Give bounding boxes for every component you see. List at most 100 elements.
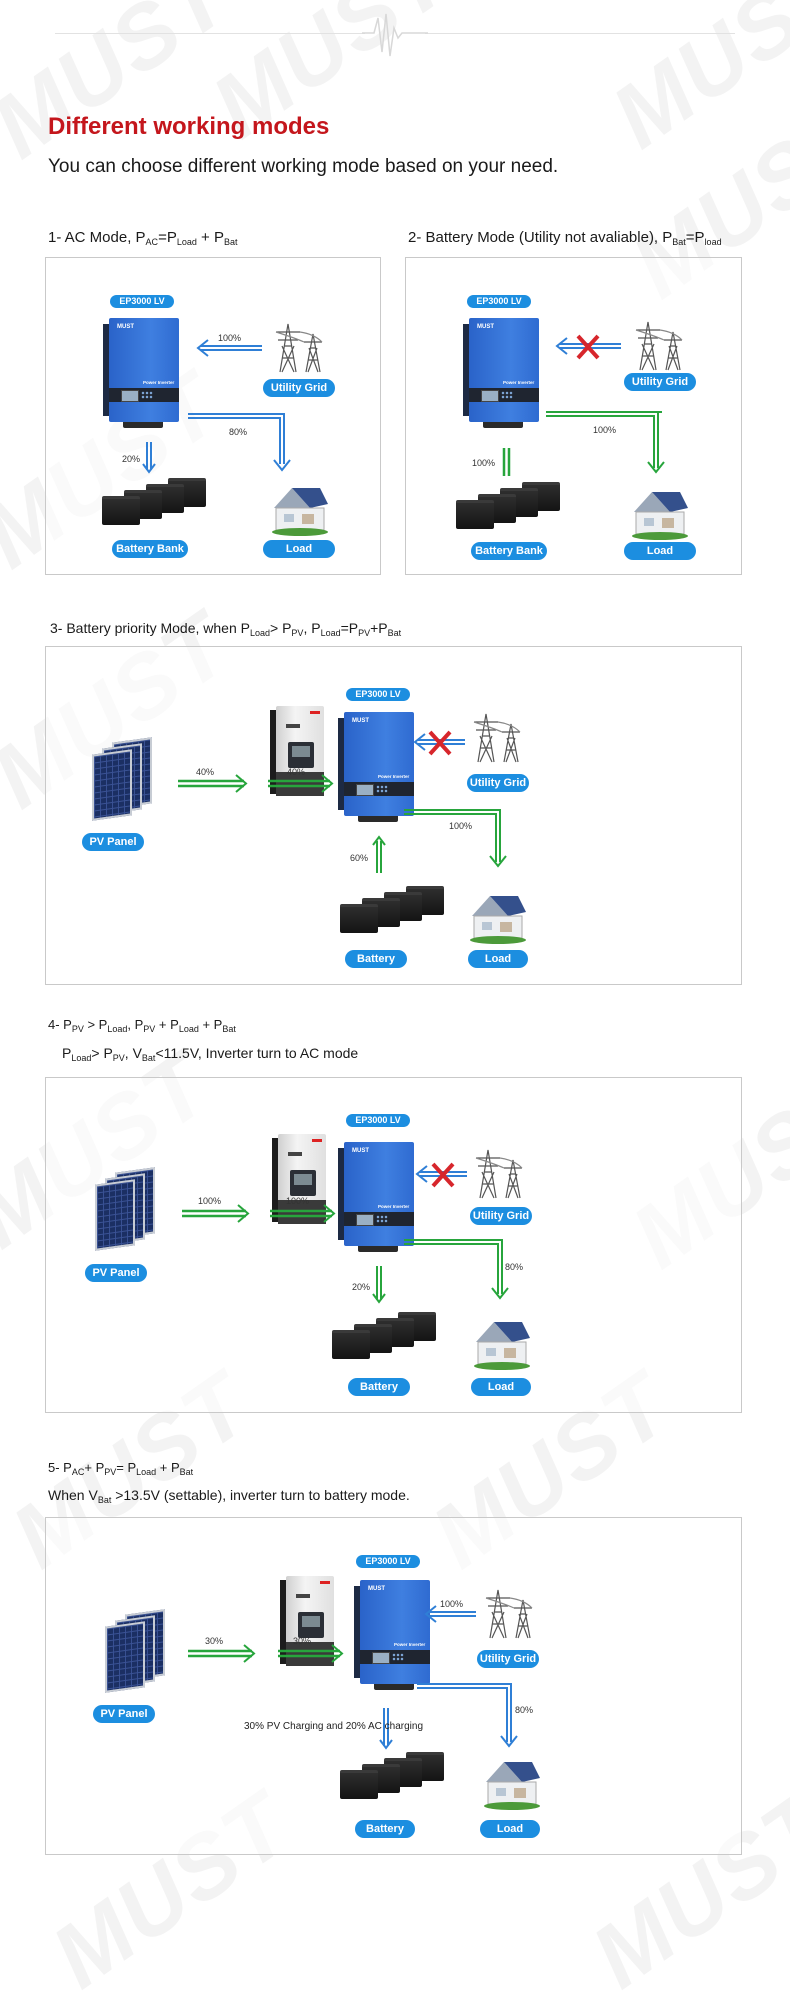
utility-grid-label: Utility Grid	[470, 1207, 532, 1225]
load-house-icon	[482, 1752, 542, 1810]
flow-arrow-inverter-to-battery	[142, 442, 156, 474]
mode-4-heading: 4- PPV > PLoad, PPV + PLoad + PBat	[48, 1017, 236, 1034]
battery-bank-label: Battery Bank	[112, 540, 188, 558]
flow-arrow-grid-to-inverter	[196, 339, 262, 357]
flow-arrow-grid-to-inverter	[424, 1605, 476, 1623]
flow-arrow-inverter-to-load	[546, 411, 665, 474]
utility-grid-label: Utility Grid	[624, 373, 696, 391]
utility-grid-icon	[480, 1584, 540, 1640]
flow-arrow-pv-to-controller	[188, 1644, 256, 1663]
flow-inverter-to-load-label: 80%	[505, 1262, 524, 1272]
mode-3-heading: 3- Battery priority Mode, when PLoad> PP…	[50, 620, 402, 638]
pv-panel-icon	[103, 1609, 173, 1693]
flow-pv-to-controller-label: 100%	[198, 1196, 222, 1206]
flow-battery-to-inverter-label: 60%	[350, 853, 369, 863]
flow-inverter-to-load-label: 80%	[229, 427, 248, 437]
flow-arrow-controller-to-inverter	[268, 774, 334, 793]
flow-arrow-inverter-to-load	[188, 413, 291, 472]
flow-arrow-pv-to-controller	[182, 1204, 250, 1223]
blocked-x-icon	[576, 334, 600, 360]
flow-battery-to-inverter-label: 100%	[472, 458, 496, 468]
model-badge: EP3000 LV	[346, 688, 410, 701]
flow-controller-to-inverter-label: 30%	[293, 1636, 312, 1646]
pv-panel-label: PV Panel	[82, 833, 144, 851]
flow-inverter-to-battery-label: 20%	[352, 1282, 371, 1292]
model-badge: EP3000 LV	[467, 295, 531, 308]
flow-pv-to-controller-label: 40%	[196, 767, 215, 777]
utility-grid-icon	[630, 316, 690, 372]
watermark: MUST	[0, 0, 248, 178]
flow-arrow-controller-to-inverter	[270, 1204, 336, 1223]
mode-1-heading: 1- AC Mode, PAC=PLoad + PBat	[48, 229, 238, 247]
mode-2-heading: 2- Battery Mode (Utility not avaliable),…	[408, 229, 722, 247]
flow-arrow-battery-to-inverter	[372, 835, 386, 873]
battery-bank-label: Battery Bank	[348, 1378, 410, 1411]
battery-bank-label: Battery Bank	[471, 542, 547, 560]
load-label: Load	[471, 1378, 531, 1396]
pulse-icon	[362, 13, 428, 57]
flow-controller-to-inverter-label: 40%	[287, 767, 306, 777]
flow-arrow-inverter-to-battery	[379, 1708, 393, 1750]
blocked-x-icon	[431, 1162, 455, 1188]
flow-inverter-to-load-label: 100%	[449, 821, 473, 831]
flow-grid-to-inverter-label: 100%	[218, 333, 242, 343]
flow-arrow-inverter-to-load	[417, 1683, 518, 1748]
model-badge: EP3000 LV	[356, 1555, 420, 1568]
blocked-x-icon	[428, 730, 452, 756]
load-house-icon	[472, 1312, 532, 1370]
utility-grid-label: Utility Grid	[263, 379, 335, 397]
battery-bank-icon	[340, 886, 450, 938]
utility-grid-icon	[468, 708, 528, 764]
battery-bank-icon	[332, 1312, 442, 1364]
model-badge: EP3000 LV	[346, 1114, 410, 1127]
utility-grid-label: Utility Grid	[477, 1650, 539, 1668]
load-house-icon	[468, 886, 528, 944]
load-house-icon	[270, 478, 330, 536]
mode-5-heading: 5- PAC+ PPV= PLoad + PBat	[48, 1460, 194, 1477]
load-label: Load	[263, 540, 335, 558]
battery-bank-icon	[340, 1752, 450, 1804]
pv-panel-icon	[93, 1167, 163, 1251]
page-subtitle: You can choose different working mode ba…	[48, 156, 559, 177]
utility-grid-label: Utility Grid	[467, 774, 529, 792]
flow-arrow-controller-to-inverter	[278, 1644, 344, 1663]
utility-grid-icon	[270, 318, 330, 374]
load-label: Load	[468, 950, 528, 968]
load-house-icon	[630, 482, 690, 540]
battery-bank-label: Battery Bank	[345, 950, 407, 983]
pv-panel-icon	[90, 737, 160, 821]
battery-bank-label: Battery Bank	[355, 1820, 415, 1853]
battery-bank-icon	[456, 482, 566, 534]
charging-note: 30% PV Charging and 20% AC charging	[244, 1721, 424, 1732]
flow-inverter-to-load-label: 80%	[515, 1705, 534, 1715]
flow-controller-to-inverter-label: 100%	[286, 1196, 310, 1206]
load-label: Load	[480, 1820, 540, 1838]
flow-arrow-inverter-to-battery	[372, 1266, 386, 1304]
flow-arrow-inverter-to-load	[404, 809, 507, 868]
flow-pv-to-controller-label: 30%	[205, 1636, 224, 1646]
header-divider-right	[425, 33, 735, 34]
utility-grid-icon	[470, 1144, 530, 1200]
pv-panel-label: PV Panel	[85, 1264, 147, 1282]
flow-grid-to-inverter-label: 100%	[440, 1599, 464, 1609]
mode-5-condition: When VBat >13.5V (settable), inverter tu…	[48, 1487, 410, 1505]
model-badge: EP3000 LV	[110, 295, 174, 308]
mode-1-diagram	[45, 257, 381, 575]
mode-4-condition: PLoad> PPV, VBat<11.5V, Inverter turn to…	[62, 1045, 359, 1063]
flow-inverter-to-battery-label: 20%	[122, 454, 141, 464]
pv-panel-label: PV Panel	[93, 1705, 155, 1723]
flow-arrow-pv-to-controller	[178, 774, 248, 793]
watermark: MUST	[594, 0, 790, 168]
battery-bank-icon	[102, 478, 212, 530]
flow-bar-battery-to-inverter	[502, 448, 511, 476]
flow-inverter-to-load-label: 100%	[593, 425, 617, 435]
header-divider-left	[55, 33, 365, 34]
page-title: Different working modes	[48, 113, 330, 140]
load-label: Load	[624, 542, 696, 560]
flow-arrow-inverter-to-load	[404, 1239, 509, 1300]
